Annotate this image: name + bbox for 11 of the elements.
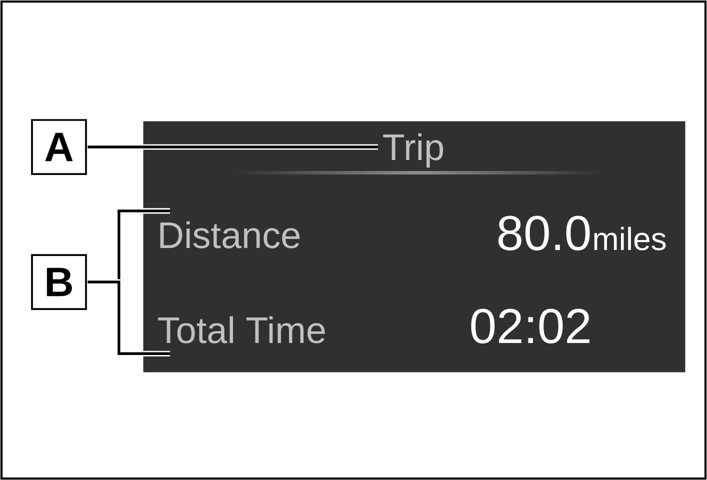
callout-box: A <box>31 119 87 175</box>
screen-label: Total Time <box>158 316 325 344</box>
display-value: 80.0 <box>498 216 590 250</box>
display-screen <box>143 121 686 372</box>
screen-label: Distance <box>160 221 300 248</box>
screen-title: Trip <box>383 133 444 168</box>
display-value: 02:02 <box>471 308 590 344</box>
callout-box: B <box>31 254 87 310</box>
unit-label: miles <box>594 226 666 250</box>
leader-line <box>88 144 378 150</box>
bracket-line <box>88 279 170 356</box>
